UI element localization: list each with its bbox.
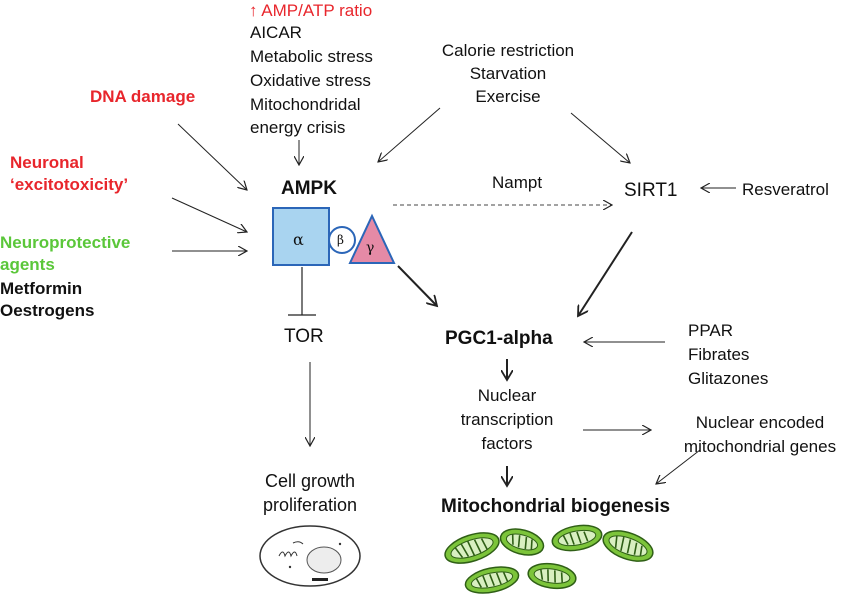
- tor-label: TOR: [284, 326, 324, 347]
- stress-item-1: AICAR: [250, 23, 302, 42]
- oestrogens-label: Oestrogens: [0, 301, 95, 320]
- arrow-sirt1-to-pgc1: [578, 231, 633, 316]
- arrow-dna-to-ampk: [177, 123, 247, 190]
- gamma-label: γ: [366, 240, 375, 256]
- ampk-beta-circle: [328, 226, 356, 254]
- stress-item-2: Metabolic stress: [250, 47, 373, 66]
- proliferation-label: proliferation: [262, 495, 358, 515]
- ppar-item-2: Fibrates: [688, 345, 750, 364]
- pgc1-alpha-label: PGC1-alpha: [445, 328, 553, 349]
- calorie-item-2: Starvation: [469, 64, 547, 83]
- mitochondria-illustration: [444, 524, 654, 594]
- neuroprotective-label: Neuroprotective: [0, 233, 131, 252]
- ampk-gamma-triangle: [348, 213, 396, 264]
- up-arrow-icon: ↑: [249, 1, 258, 20]
- nuclear-tf-line-3: factors: [481, 434, 533, 453]
- arrow-calorie-to-ampk: [378, 107, 441, 162]
- metformin-label: Metformin: [0, 279, 83, 298]
- ppar-item-1: PPAR: [688, 321, 734, 340]
- alpha-label: α: [293, 230, 304, 249]
- neuronal-label: Neuronal: [10, 153, 84, 172]
- sirt1-label: SIRT1: [624, 180, 678, 201]
- beta-label: β: [337, 233, 344, 247]
- stress-item-5: energy crisis: [250, 118, 346, 137]
- nampt-label: Nampt: [492, 173, 543, 192]
- arrow-genes-to-mito: [656, 449, 701, 484]
- mito-biogenesis-label: Mitochondrial biogenesis: [441, 496, 671, 517]
- nuclear-tf-line-2: transcription: [460, 410, 554, 429]
- nuclear-genes-line-1: Nuclear encoded: [695, 413, 825, 432]
- arrow-calorie-to-sirt1: [570, 112, 630, 163]
- stress-item-3: Oxidative stress: [250, 71, 371, 90]
- ppar-item-3: Glitazones: [688, 369, 769, 388]
- excitotoxicity-label: ‘excitotoxicity’: [10, 175, 129, 194]
- calorie-item-3: Exercise: [475, 87, 541, 106]
- resveratrol-label: Resveratrol: [742, 180, 829, 199]
- nuclear-genes-line-2: mitochondrial genes: [683, 437, 837, 456]
- arrow-neuronal-to-ampk: [171, 197, 247, 232]
- calorie-item-1: Calorie restriction: [441, 41, 575, 60]
- ampk-alpha-box: [272, 207, 330, 266]
- nuclear-tf-line-1: Nuclear: [477, 386, 537, 405]
- dna-damage-label: DNA damage: [90, 87, 196, 106]
- arrow-ampk-to-pgc1: [397, 265, 437, 306]
- cell-illustration: [259, 525, 361, 587]
- ampk-label: AMPK: [281, 178, 337, 199]
- agents-label: agents: [0, 255, 55, 274]
- stress-item-4: Mitochondridal: [250, 95, 361, 114]
- amp-atp-ratio: ↑ AMP/ATP ratio: [249, 1, 373, 20]
- cell-growth-label: Cell growth: [264, 471, 356, 491]
